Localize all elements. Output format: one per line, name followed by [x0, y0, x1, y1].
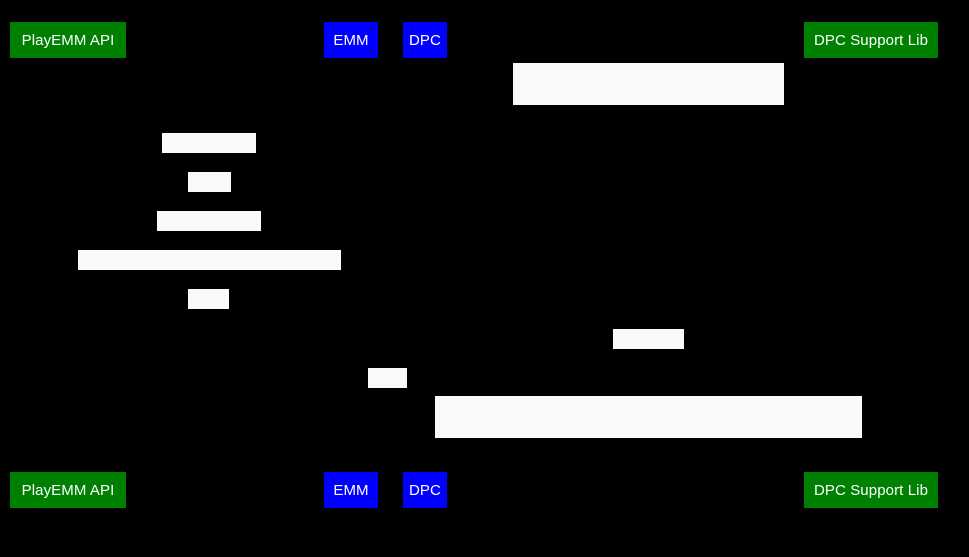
message-label-add-android-for-work-account-line1: androidForWorkAccountSupport — [541, 438, 756, 455]
message-line-users-update — [68, 232, 351, 233]
message-label-callback-text: callback() — [630, 350, 695, 367]
message-label-ensure-working-environment: androidForWorkAccountSupport .ensureWork… — [513, 63, 784, 182]
message-label-token-to-emm-text: token — [205, 310, 243, 327]
lifeline-dpc-support-lib — [871, 58, 872, 472]
message-label-users-insert: users.insert() — [162, 133, 267, 171]
message-line-add-android-for-work-account — [425, 439, 871, 440]
message-line-ensure-working-environment — [425, 106, 871, 107]
message-line-users-generate-authentication-token — [68, 271, 351, 272]
participant-dpc-label-top: DPC — [409, 31, 441, 49]
participant-emm-label-bottom: EMM — [333, 481, 369, 499]
message-label-add-android-for-work-account: androidForWorkAccountSupport .addAndroid… — [435, 396, 862, 515]
participant-dpc-support-lib-bottom[interactable]: DPC Support Lib — [804, 472, 938, 508]
participant-dpc-top[interactable]: DPC — [403, 22, 447, 58]
message-label-users-update: users.update() — [157, 211, 271, 249]
participant-emm-top[interactable]: EMM — [324, 22, 378, 58]
lifeline-playemm-api — [68, 58, 69, 472]
message-line-token-to-dpc — [351, 389, 425, 390]
participant-dpc-bottom[interactable]: DPC — [403, 472, 447, 508]
message-label-token-to-dpc: token — [368, 368, 422, 406]
participant-dpc-support-lib-label-top: DPC Support Lib — [813, 31, 929, 49]
message-label-users-insert-text: users.insert() — [179, 154, 268, 171]
message-label-ensure-working-environment-line1: androidForWorkAccountSupport — [541, 105, 756, 122]
message-line-token-to-emm — [68, 310, 351, 311]
message-label-users-update-text: users.update() — [174, 232, 272, 249]
lifeline-emm — [351, 58, 352, 472]
message-label-token-to-dpc-text: token — [385, 389, 423, 406]
message-label-add-android-for-work-account-line2: .addAndroidForWorkAccount(token, account… — [448, 498, 849, 515]
message-label-users-generate-authentication-token: users.generateAuthenticationToken() — [78, 250, 341, 288]
message-label-ensure-working-environment-line2: .ensureWorkingEnvironment(callback) — [521, 165, 776, 182]
participant-dpc-support-lib-label-bottom: DPC Support Lib — [813, 481, 929, 499]
message-label-user-id: userID — [188, 172, 250, 210]
participant-emm-label-top: EMM — [333, 31, 369, 49]
participant-playemm-api-bottom[interactable]: PlayEMM API — [10, 472, 126, 508]
message-label-token-to-emm: token — [188, 289, 242, 327]
message-line-callback — [425, 350, 871, 351]
message-line-user-id — [68, 193, 351, 194]
participant-playemm-api-top[interactable]: PlayEMM API — [10, 22, 126, 58]
participant-dpc-support-lib-top[interactable]: DPC Support Lib — [804, 22, 938, 58]
lifeline-dpc — [425, 58, 426, 472]
participant-playemm-api-label-top: PlayEMM API — [21, 31, 115, 49]
participant-playemm-api-label-bottom: PlayEMM API — [21, 481, 115, 499]
message-line-users-insert — [68, 154, 351, 155]
message-label-users-generate-authentication-token-text: users.generateAuthenticationToken() — [95, 271, 341, 288]
sequence-diagram-canvas: PlayEMM API EMM DPC DPC Support Lib andr… — [10, 22, 938, 515]
participant-emm-bottom[interactable]: EMM — [324, 472, 378, 508]
message-label-user-id-text: userID — [205, 193, 250, 210]
participant-dpc-label-bottom: DPC — [409, 481, 441, 499]
message-label-callback: callback() — [613, 329, 695, 367]
